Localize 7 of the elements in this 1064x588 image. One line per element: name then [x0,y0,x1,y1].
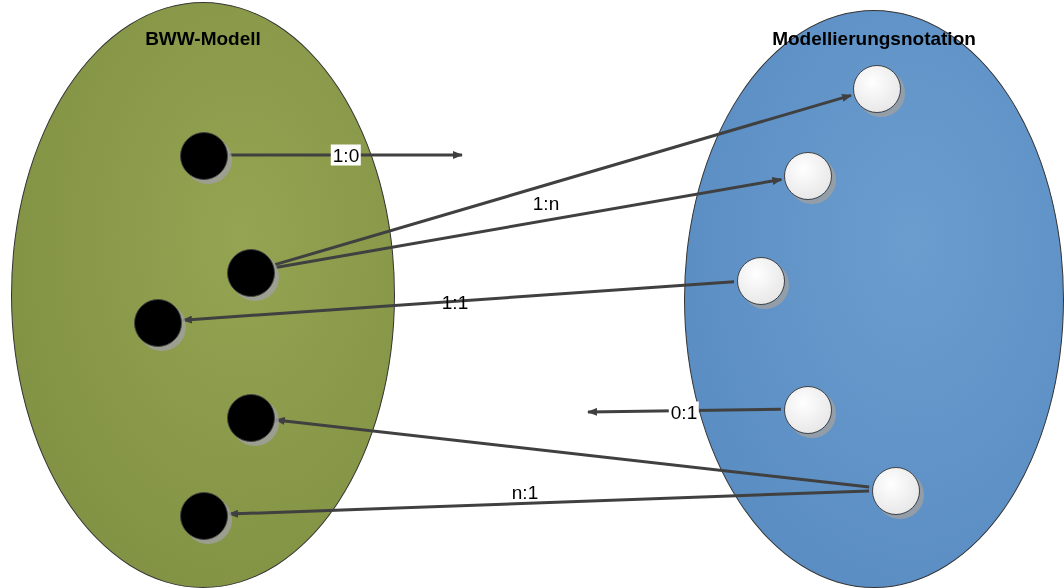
edge-label: 1:0 [330,144,362,166]
edge-label: n:1 [510,481,540,503]
edge-label: 1:n [531,192,561,214]
arrow [275,177,783,269]
ellipse-heading: BWW-Modell [145,27,261,51]
arrow [228,489,870,518]
arrow [274,93,852,267]
